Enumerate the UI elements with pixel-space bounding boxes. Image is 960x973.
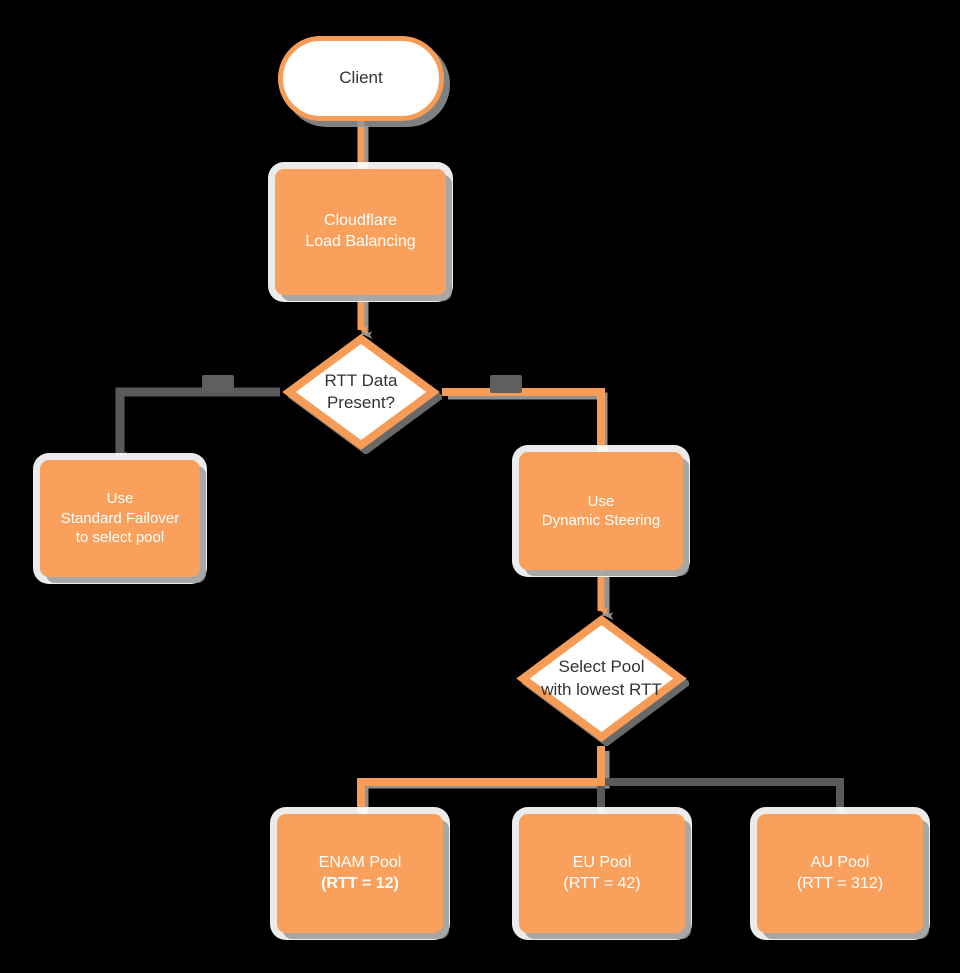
node-rtt-data-present-label: RTT Data Present? <box>324 370 398 412</box>
edge-decision-to-dynamic <box>442 388 609 456</box>
node-standard-failover[interactable]: Use Standard Failover to select pool <box>40 460 200 577</box>
node-au-pool-rtt: (RTT = 312) <box>796 874 884 892</box>
node-select-pool-label: Select Pool with lowest RTT <box>541 657 662 699</box>
node-eu-pool-rtt: (RTT = 42) <box>563 874 641 892</box>
node-select-pool-decision[interactable]: Select Pool with lowest RTT <box>514 611 689 746</box>
node-eu-pool-name: EU Pool <box>572 853 632 871</box>
node-au-pool-name: AU Pool <box>810 853 870 871</box>
node-dynamic-steering-label: Use Dynamic Steering <box>541 492 661 530</box>
node-au-pool[interactable]: AU Pool (RTT = 312) <box>757 814 923 933</box>
node-rtt-data-present-decision[interactable]: RTT Data Present? <box>280 330 442 454</box>
edge-decision-to-failover <box>115 387 280 459</box>
node-enam-pool-rtt: (RTT = 12) <box>321 874 399 892</box>
node-client-label: Client <box>339 68 383 88</box>
node-standard-failover-label: Use Standard Failover to select pool <box>60 490 180 547</box>
node-client[interactable]: Client <box>278 36 444 121</box>
node-cloudflare-load-balancing-label: Cloudflare Load Balancing <box>305 212 416 250</box>
edge-select-to-au <box>601 778 848 818</box>
edge-label-chip-yes <box>490 375 522 393</box>
node-cloudflare-load-balancing[interactable]: Cloudflare Load Balancing <box>275 169 446 295</box>
diamond-shape <box>282 334 440 450</box>
edge-select-to-enam <box>357 746 605 816</box>
node-enam-pool-name: ENAM Pool <box>318 853 402 871</box>
node-eu-pool[interactable]: EU Pool (RTT = 42) <box>519 814 685 933</box>
node-dynamic-steering[interactable]: Use Dynamic Steering <box>519 452 683 570</box>
node-enam-pool[interactable]: ENAM Pool (RTT = 12) <box>277 814 443 933</box>
diamond-shape <box>516 615 687 742</box>
edge-label-chip-no <box>202 375 234 393</box>
